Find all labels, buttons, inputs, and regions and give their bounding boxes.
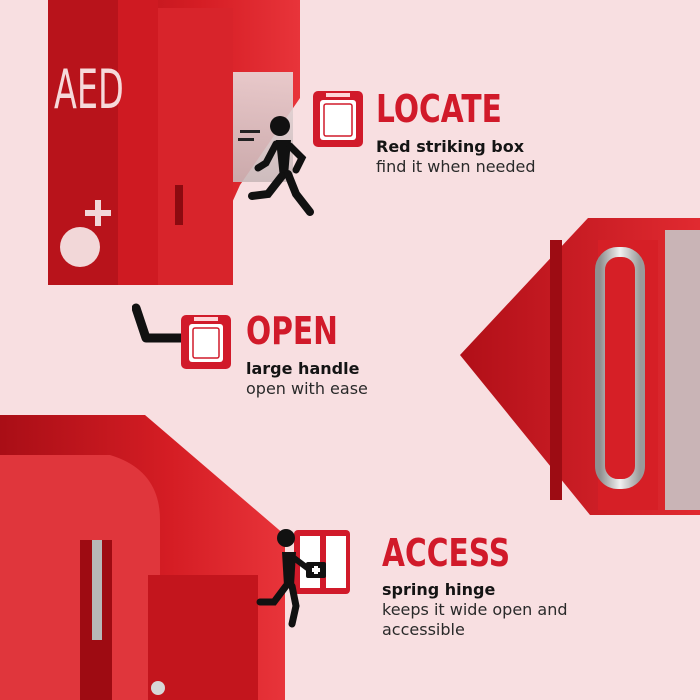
- arm-pulling-icon: [132, 303, 188, 343]
- access-heading: ACCESS: [382, 531, 511, 575]
- open-box-icon: [181, 315, 231, 369]
- aed-label: AED: [54, 58, 124, 121]
- locate-title: Red striking box: [376, 137, 525, 156]
- cabinet-box-icon: [313, 91, 363, 147]
- access-title: spring hinge: [382, 580, 496, 599]
- locate-heading: LOCATE: [376, 87, 502, 131]
- running-person-icon: [238, 116, 314, 216]
- open-description: open with ease: [246, 379, 368, 398]
- locate-description: find it when needed: [376, 157, 536, 176]
- open-heading: OPEN: [246, 309, 338, 353]
- cabinet-photo-middle: [460, 218, 700, 515]
- open-title: large handle: [246, 359, 360, 378]
- access-description: keeps it wide open and accessible: [382, 600, 568, 639]
- person-carrying-kit-icon: [256, 529, 350, 628]
- cabinet-photo-top: [48, 0, 300, 285]
- cabinet-photo-bottom: [0, 415, 285, 700]
